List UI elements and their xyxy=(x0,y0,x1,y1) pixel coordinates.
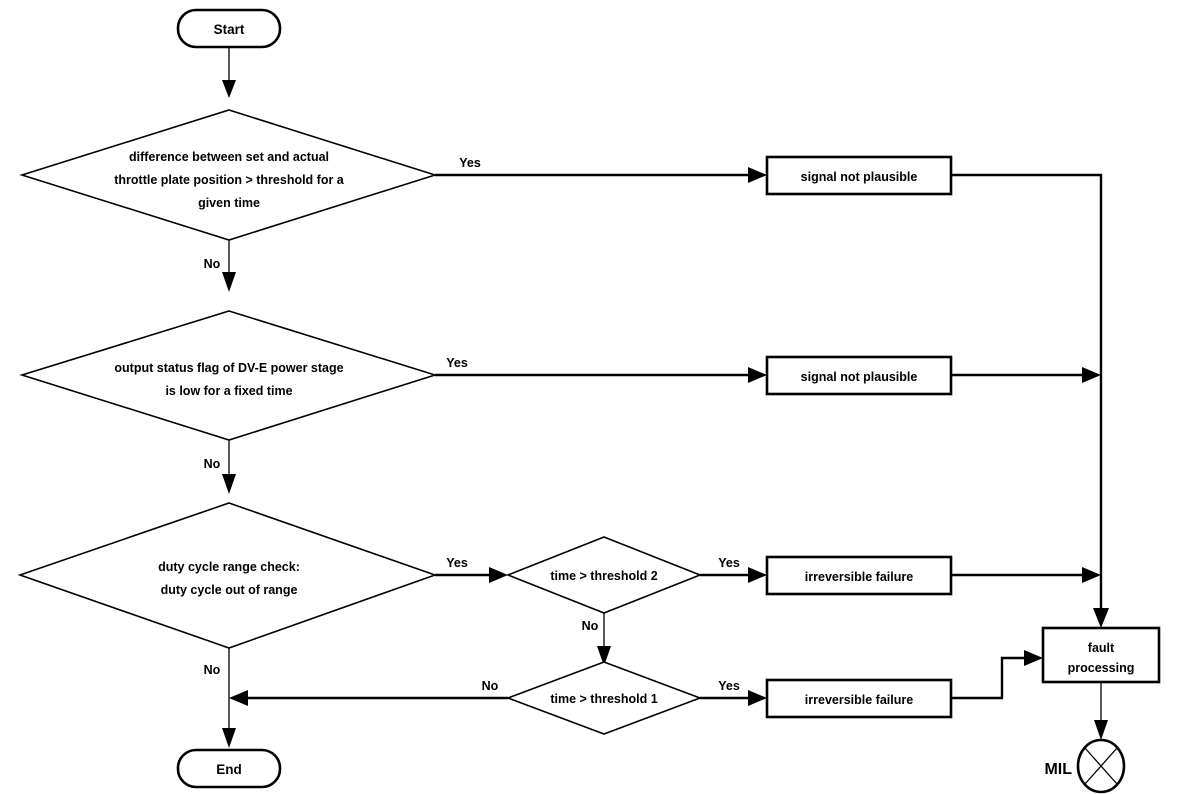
edge-threshold1-yes xyxy=(700,690,767,706)
node-end-label: End xyxy=(216,762,242,777)
decision2-line2: is low for a fixed time xyxy=(165,384,292,398)
edge-irreversible2-to-fault xyxy=(951,650,1043,700)
edge-plausible2-to-bus xyxy=(951,367,1101,383)
node-decision-dve-power-stage[interactable]: output status flag of DV-E power stage i… xyxy=(19,310,438,441)
node-mil-indicator[interactable]: MIL xyxy=(1044,738,1126,794)
mil-lamp-icon xyxy=(1076,738,1126,794)
edge-label-t2-no: No xyxy=(582,619,599,633)
decision1-line2: throttle plate position > threshold for … xyxy=(114,173,345,187)
edge-label-t1-no: No xyxy=(482,679,499,693)
node-decision-time-threshold-1[interactable]: time > threshold 1 xyxy=(505,661,703,735)
node-decision-duty-cycle-range[interactable]: duty cycle range check: duty cycle out o… xyxy=(17,502,438,649)
decision1-line3: given time xyxy=(198,196,260,210)
node-process-irreversible-failure-1[interactable]: irreversible failure xyxy=(765,555,953,596)
edge-label-d2-yes: Yes xyxy=(446,356,468,370)
node-process-irreversible-failure-2[interactable]: irreversible failure xyxy=(765,678,953,719)
node-end[interactable]: End xyxy=(176,748,282,789)
mil-label: MIL xyxy=(1044,761,1072,778)
edge-decision1-yes xyxy=(435,167,767,183)
edge-label-d3-no: No xyxy=(204,663,221,677)
edge-decision2-yes xyxy=(435,367,767,383)
node-decision-time-threshold-2[interactable]: time > threshold 2 xyxy=(505,536,703,614)
edge-start-to-decision1 xyxy=(222,47,236,98)
edge-plausible1-to-fault-bus xyxy=(951,173,1109,628)
edge-fault-to-mil xyxy=(1094,682,1108,740)
signal-not-plausible-2-label: signal not plausible xyxy=(801,370,918,384)
decision-threshold2-label: time > threshold 2 xyxy=(550,569,657,583)
fault-processing-line1: fault xyxy=(1088,641,1115,655)
edge-decision3-yes xyxy=(435,567,508,583)
node-decision-throttle-position[interactable]: difference between set and actual thrott… xyxy=(19,109,438,241)
decision-threshold1-label: time > threshold 1 xyxy=(550,692,657,706)
edge-label-d2-no: No xyxy=(204,457,221,471)
edge-label-d1-yes: Yes xyxy=(459,156,481,170)
decision3-line1: duty cycle range check: xyxy=(158,560,300,574)
node-process-signal-not-plausible-1[interactable]: signal not plausible xyxy=(765,155,953,196)
node-process-fault-processing[interactable]: fault processing xyxy=(1041,626,1161,684)
decision2-line1: output status flag of DV-E power stage xyxy=(114,361,343,375)
edge-threshold1-no xyxy=(229,690,508,706)
irreversible-failure-1-label: irreversible failure xyxy=(805,570,913,584)
node-start[interactable]: Start xyxy=(176,8,282,49)
edge-label-d1-no: No xyxy=(204,257,221,271)
edge-decision2-no-to-decision3 xyxy=(222,440,236,494)
edge-label-t1-yes: Yes xyxy=(718,679,740,693)
edge-threshold2-yes xyxy=(700,567,767,583)
edge-decision1-no-to-decision2 xyxy=(222,240,236,292)
edge-decision3-no-to-end xyxy=(222,648,236,748)
decision3-line2: duty cycle out of range xyxy=(161,583,298,597)
node-process-signal-not-plausible-2[interactable]: signal not plausible xyxy=(765,355,953,396)
node-start-label: Start xyxy=(214,22,245,37)
edge-label-d3-yes: Yes xyxy=(446,556,468,570)
decision1-line1: difference between set and actual xyxy=(129,150,329,164)
edge-irreversible1-to-bus xyxy=(951,567,1101,583)
signal-not-plausible-1-label: signal not plausible xyxy=(801,170,918,184)
fault-processing-line2: processing xyxy=(1068,661,1135,675)
edge-label-t2-yes: Yes xyxy=(718,556,740,570)
irreversible-failure-2-label: irreversible failure xyxy=(805,693,913,707)
